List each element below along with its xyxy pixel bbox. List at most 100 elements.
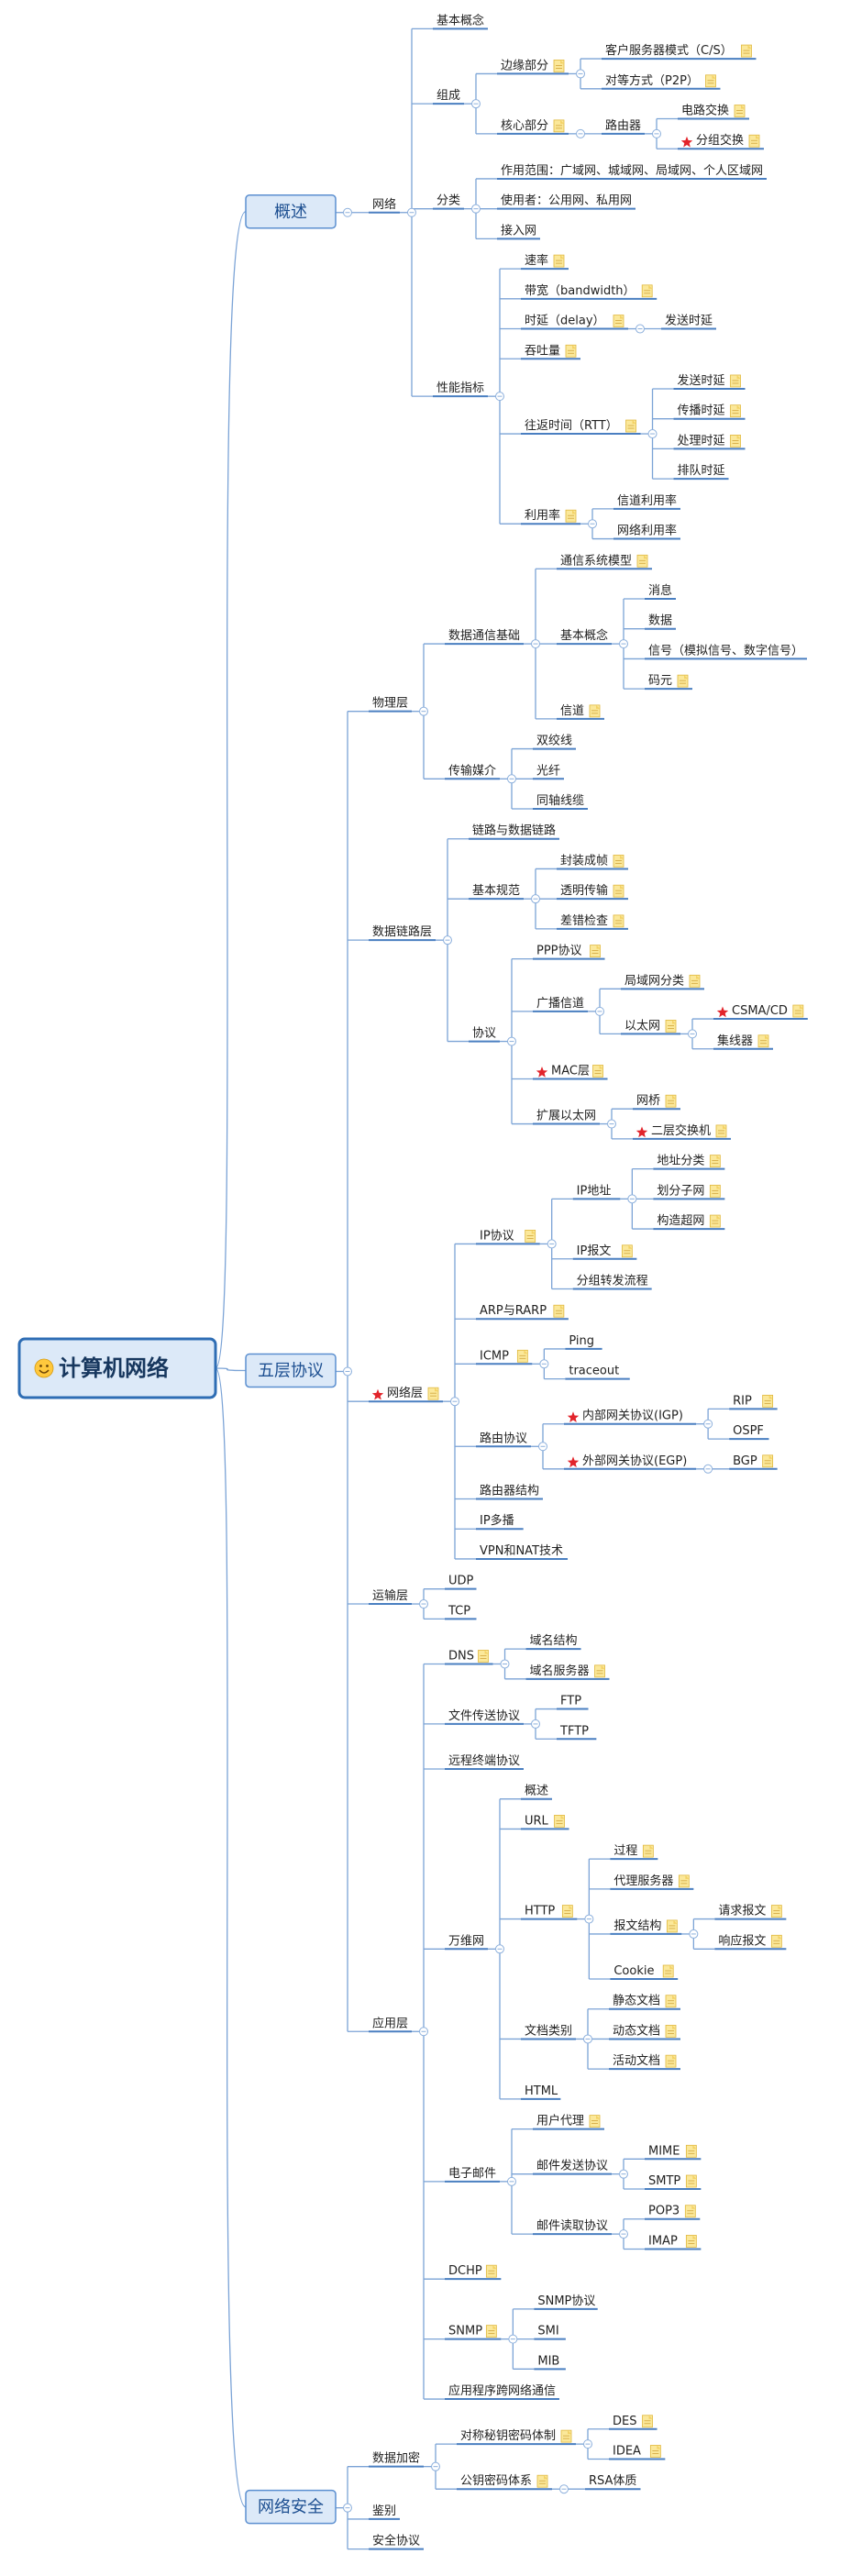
- topic-igp[interactable]: 内部网关协议(IGP): [564, 1409, 697, 1425]
- note-icon[interactable]: [554, 1815, 565, 1828]
- topic-pop3[interactable]: POP3: [645, 2205, 701, 2220]
- topic-rsa[interactable]: RSA体质: [585, 2474, 641, 2491]
- note-icon[interactable]: [553, 1304, 565, 1318]
- note-icon[interactable]: [592, 1065, 603, 1078]
- topic-item[interactable]: 光纤: [533, 764, 564, 780]
- topic-ftp[interactable]: FTP: [557, 1695, 589, 1710]
- collapse-toggle[interactable]: [595, 1006, 604, 1016]
- collapse-toggle[interactable]: [507, 2176, 516, 2186]
- topic-item[interactable]: 核心部分: [497, 119, 569, 135]
- topic-item[interactable]: 吞吐量: [521, 344, 580, 360]
- note-icon[interactable]: [613, 315, 624, 327]
- topic-item[interactable]: 封装成帧: [557, 854, 628, 870]
- topic-item[interactable]: 分类: [433, 194, 464, 210]
- topic-item[interactable]: 动态文档: [609, 2024, 680, 2040]
- topic-ip[interactable]: IP报文: [572, 1244, 637, 1260]
- note-icon[interactable]: [613, 855, 624, 868]
- topic-item[interactable]: 信道利用率: [613, 493, 680, 510]
- topic-item[interactable]: 构造超网: [653, 1214, 725, 1231]
- note-icon[interactable]: [590, 945, 601, 958]
- note-icon[interactable]: [561, 1905, 573, 1918]
- collapse-toggle[interactable]: [688, 1029, 697, 1039]
- collapse-toggle[interactable]: [407, 207, 416, 217]
- topic-item[interactable]: 集线器: [713, 1034, 773, 1050]
- note-icon[interactable]: [649, 2445, 661, 2458]
- topic-item[interactable]: 邮件发送协议: [533, 2159, 612, 2175]
- topic-egp[interactable]: 外部网关协议(EGP): [564, 1454, 697, 1470]
- topic-mime[interactable]: MIME: [645, 2144, 702, 2161]
- collapse-toggle[interactable]: [431, 2461, 440, 2471]
- topic-ip[interactable]: IP多播: [476, 1513, 524, 1531]
- topic-snmp[interactable]: SNMP: [445, 2325, 502, 2340]
- note-icon[interactable]: [636, 554, 648, 568]
- topic-html[interactable]: HTML: [521, 2084, 561, 2100]
- topic-item[interactable]: 二层交换机: [633, 1123, 731, 1140]
- note-icon[interactable]: [560, 2429, 572, 2443]
- note-icon[interactable]: [762, 1394, 774, 1408]
- note-icon[interactable]: [485, 2264, 497, 2278]
- topic-item[interactable]: 路由协议: [476, 1431, 531, 1448]
- note-icon[interactable]: [665, 1020, 677, 1033]
- note-icon[interactable]: [665, 2025, 677, 2038]
- note-icon[interactable]: [734, 105, 746, 117]
- note-icon[interactable]: [757, 1034, 769, 1048]
- topic-mib[interactable]: MIB: [534, 2354, 566, 2371]
- note-icon[interactable]: [553, 60, 565, 72]
- topic-rip[interactable]: RIP: [729, 1394, 778, 1410]
- topic-arp-rarp[interactable]: ARP与RARP: [476, 1304, 569, 1321]
- topic-item[interactable]: 运输层: [369, 1588, 412, 1606]
- topic-item[interactable]: 域名服务器: [525, 1664, 610, 1680]
- topic-item[interactable]: 双绞线: [533, 734, 576, 750]
- note-icon[interactable]: [553, 119, 565, 133]
- topic-item[interactable]: 请求报文: [714, 1905, 787, 1920]
- note-icon[interactable]: [715, 1124, 727, 1138]
- topic-item[interactable]: 地址分类: [653, 1155, 725, 1170]
- collapse-toggle[interactable]: [583, 2439, 592, 2449]
- topic-item[interactable]: 网络层: [369, 1386, 443, 1403]
- branch-item-2[interactable]: 网络安全: [245, 2489, 337, 2525]
- note-icon[interactable]: [770, 1934, 782, 1948]
- topic-item[interactable]: 概述: [521, 1785, 552, 1800]
- note-icon[interactable]: [665, 1094, 677, 1108]
- collapse-toggle[interactable]: [607, 1119, 616, 1129]
- note-icon[interactable]: [565, 509, 577, 523]
- topic-snmp[interactable]: SNMP协议: [534, 2294, 598, 2310]
- note-icon[interactable]: [662, 1964, 674, 1978]
- topic-tftp[interactable]: TFTP: [557, 1724, 597, 1741]
- topic-item[interactable]: 数据加密: [369, 2451, 424, 2468]
- topic-item[interactable]: 静态文档: [609, 1995, 680, 2010]
- collapse-toggle[interactable]: [419, 706, 428, 716]
- note-icon[interactable]: [665, 1995, 677, 2008]
- note-icon[interactable]: [589, 704, 601, 718]
- topic-item[interactable]: 传输媒介: [445, 763, 500, 780]
- note-icon[interactable]: [516, 1349, 528, 1363]
- topic-rtt[interactable]: 往返时间（RTT）: [521, 419, 641, 436]
- topic-smi[interactable]: SMI: [534, 2325, 566, 2340]
- note-icon[interactable]: [613, 884, 624, 898]
- collapse-toggle[interactable]: [443, 935, 452, 945]
- topic-item[interactable]: 代理服务器: [610, 1874, 694, 1890]
- topic-item[interactable]: 文件传送协议: [445, 1709, 524, 1725]
- note-icon[interactable]: [642, 2415, 653, 2428]
- collapse-toggle[interactable]: [343, 2503, 352, 2513]
- note-icon[interactable]: [709, 1184, 721, 1198]
- collapse-toggle[interactable]: [419, 1599, 428, 1609]
- topic-icmp[interactable]: ICMP: [476, 1349, 533, 1365]
- collapse-toggle[interactable]: [583, 2034, 592, 2044]
- topic-item[interactable]: 鉴别: [369, 2504, 400, 2520]
- collapse-toggle[interactable]: [576, 69, 585, 79]
- topic-tcp[interactable]: TCP: [445, 1604, 477, 1620]
- collapse-toggle[interactable]: [584, 1914, 594, 1924]
- topic-bgp[interactable]: BGP: [729, 1454, 778, 1470]
- collapse-toggle[interactable]: [619, 2229, 628, 2239]
- note-icon[interactable]: [589, 2115, 601, 2128]
- branch-item-0[interactable]: 概述: [245, 194, 337, 229]
- note-icon[interactable]: [641, 284, 653, 298]
- collapse-toggle[interactable]: [547, 1239, 557, 1249]
- topic-item[interactable]: 局域网分类: [621, 974, 704, 990]
- topic-item[interactable]: 传播时延: [673, 404, 746, 420]
- topic-delay[interactable]: 时延（delay）: [521, 315, 628, 330]
- note-icon[interactable]: [762, 1454, 774, 1468]
- branch-item-1[interactable]: 五层协议: [245, 1353, 337, 1388]
- topic-item[interactable]: 电路交换: [678, 104, 749, 120]
